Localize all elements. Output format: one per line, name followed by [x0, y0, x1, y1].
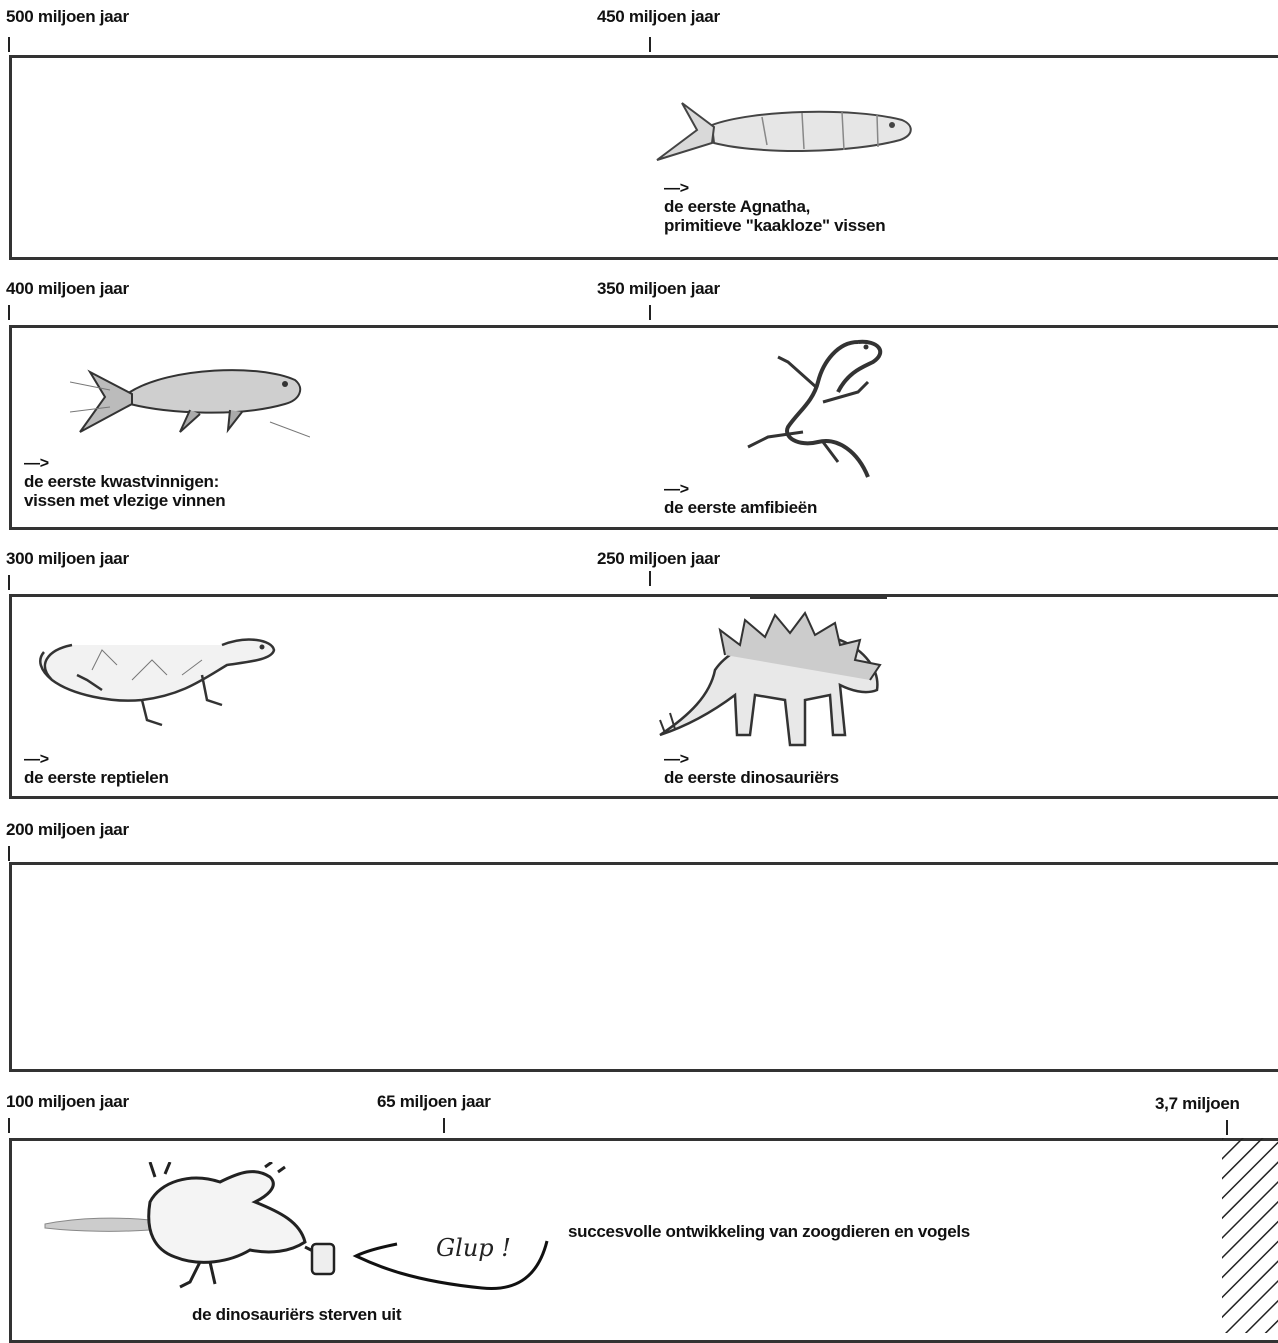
- stegosaurus-illustration: [655, 595, 895, 755]
- timeline-band-1: [9, 55, 1278, 260]
- tick-200: [8, 846, 10, 861]
- hatched-present-area: [1222, 1138, 1278, 1333]
- event-dinosauriers: —> de eerste dinosauriërs: [664, 752, 839, 787]
- event-kwastvinnigen-line1: de eerste kwastvinnigen:: [24, 472, 225, 491]
- tick-450: [649, 37, 651, 52]
- event-amfibieen: —> de eerste amfibieën: [664, 482, 817, 517]
- marker-500: 500 miljoen jaar: [6, 7, 129, 27]
- tick-250: [649, 571, 651, 586]
- tick-100: [8, 1118, 10, 1133]
- event-dinosauriers-line1: de eerste dinosauriërs: [664, 768, 839, 787]
- tick-3-7: [1226, 1120, 1228, 1135]
- tick-400: [8, 305, 10, 320]
- dead-dinosaur-illustration: [40, 1162, 340, 1292]
- tick-300: [8, 575, 10, 590]
- event-amfibieen-line1: de eerste amfibieën: [664, 498, 817, 517]
- jawless-fish-illustration: [652, 95, 922, 175]
- event-kwastvinnigen: —> de eerste kwastvinnigen: vissen met v…: [24, 456, 225, 510]
- event-agnatha-line1: de eerste Agnatha,: [664, 197, 885, 216]
- tick-350: [649, 305, 651, 320]
- event-uitsterven: de dinosauriërs sterven uit: [192, 1305, 401, 1324]
- event-agnatha-line2: primitieve "kaakloze" vissen: [664, 216, 885, 235]
- arrow-icon: —>: [24, 752, 169, 768]
- marker-250: 250 miljoen jaar: [597, 549, 720, 569]
- event-agnatha: —> de eerste Agnatha, primitieve "kaaklo…: [664, 181, 885, 235]
- marker-200: 200 miljoen jaar: [6, 820, 129, 840]
- event-reptielen: —> de eerste reptielen: [24, 752, 169, 787]
- event-zoogdieren: succesvolle ontwikkeling van zoogdieren …: [568, 1222, 970, 1241]
- lizard-illustration: [32, 620, 282, 740]
- tick-65: [443, 1118, 445, 1133]
- marker-3-7: 3,7 miljoen: [1155, 1094, 1240, 1114]
- marker-300: 300 miljoen jaar: [6, 549, 129, 569]
- marker-400: 400 miljoen jaar: [6, 279, 129, 299]
- marker-65: 65 miljoen jaar: [377, 1092, 491, 1112]
- marker-350: 350 miljoen jaar: [597, 279, 720, 299]
- glup-speech: Glup !: [436, 1234, 511, 1262]
- arrow-icon: —>: [664, 181, 885, 197]
- tick-500: [8, 37, 10, 52]
- event-reptielen-line1: de eerste reptielen: [24, 768, 169, 787]
- event-kwastvinnigen-line2: vissen met vlezige vinnen: [24, 491, 225, 510]
- lobe-finned-fish-illustration: [70, 352, 310, 442]
- arrow-icon: —>: [24, 456, 225, 472]
- arrow-icon: —>: [664, 482, 817, 498]
- marker-100: 100 miljoen jaar: [6, 1092, 129, 1112]
- arrow-icon: —>: [664, 752, 839, 768]
- marker-450: 450 miljoen jaar: [597, 7, 720, 27]
- timeline-band-4: [9, 862, 1278, 1072]
- salamander-illustration: [728, 332, 898, 492]
